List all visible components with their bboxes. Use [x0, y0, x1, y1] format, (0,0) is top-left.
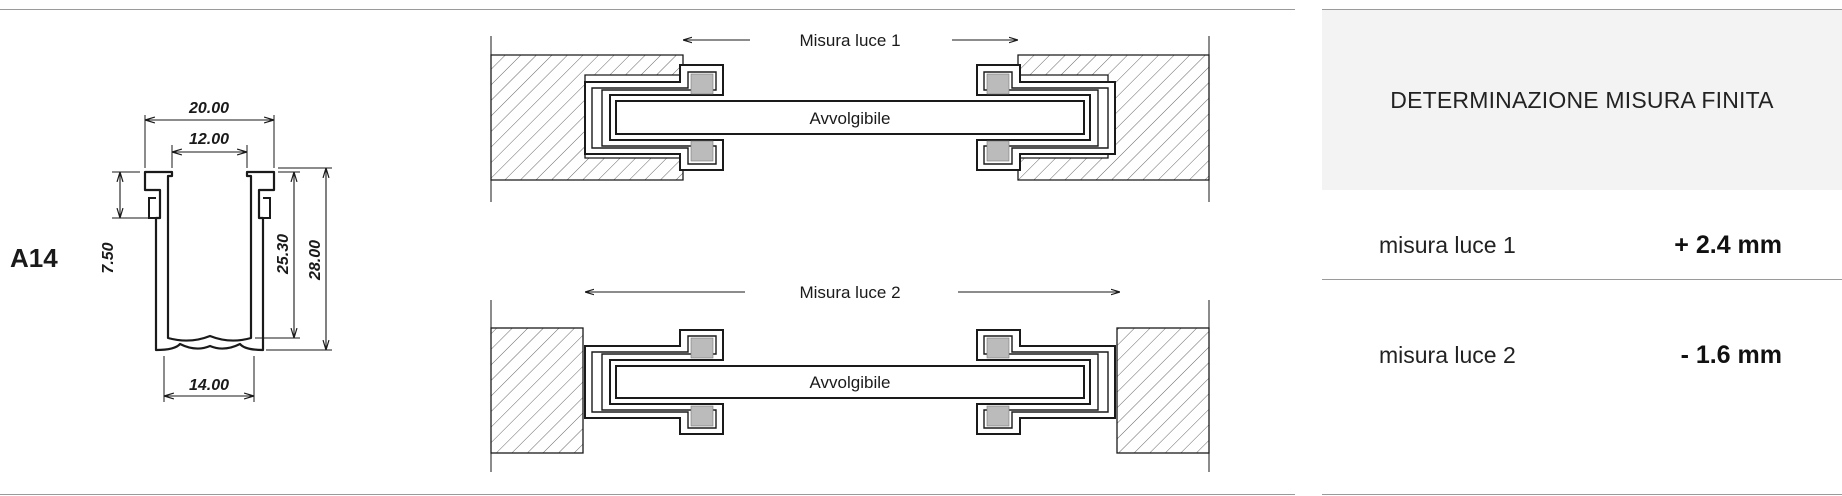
- row-label: misura luce 2: [1379, 342, 1516, 368]
- profile-code: A14: [10, 243, 58, 273]
- table-row: misura luce 2 - 1.6 mm: [1322, 300, 1842, 450]
- dim-outer-height: 28.00: [307, 240, 324, 281]
- blind-slat-2: [615, 365, 1085, 399]
- wall-left-2: [490, 327, 584, 454]
- panel-title: DETERMINAZIONE MISURA FINITA: [1390, 86, 1774, 113]
- dim-top-inner: 12.00: [189, 131, 229, 148]
- measure-label-1: Misura luce 1: [799, 31, 900, 50]
- table-row: misura luce 1 + 2.4 mm: [1322, 190, 1842, 340]
- row-label: misura luce 1: [1379, 232, 1516, 258]
- blind-slat-1: [615, 100, 1085, 135]
- measurement-panel: DETERMINAZIONE MISURA FINITA misura luce…: [1322, 0, 1842, 496]
- wall-left-1: [490, 54, 684, 181]
- wall-right-2: [1116, 327, 1210, 454]
- profile-a14: A14 20.00 12.00 7.50 25.30 28.00: [10, 100, 332, 402]
- row-value: + 2.4 mm: [1674, 231, 1782, 259]
- section-luce-2: Misura luce 2 Avvolgibile: [490, 283, 1210, 472]
- dim-top-outer: 20.00: [188, 100, 229, 117]
- dim-inner-height: 25.30: [275, 234, 292, 275]
- blind-label-1: Avvolgibile: [810, 109, 891, 128]
- panel-bottom-line: [1322, 494, 1842, 495]
- profile-outline: [143, 170, 276, 352]
- section-luce-1: Misura luce 1 Avvolgibile: [490, 31, 1210, 202]
- measure-label-2: Misura luce 2: [799, 283, 900, 302]
- panel-top-line: [1322, 9, 1842, 10]
- dim-bottom-width: 14.00: [189, 377, 229, 394]
- row-value: - 1.6 mm: [1680, 341, 1782, 369]
- row-separator: [1322, 279, 1842, 280]
- panel-header: DETERMINAZIONE MISURA FINITA: [1322, 10, 1842, 190]
- blind-label-2: Avvolgibile: [810, 373, 891, 392]
- dim-lip-height: 7.50: [100, 242, 117, 273]
